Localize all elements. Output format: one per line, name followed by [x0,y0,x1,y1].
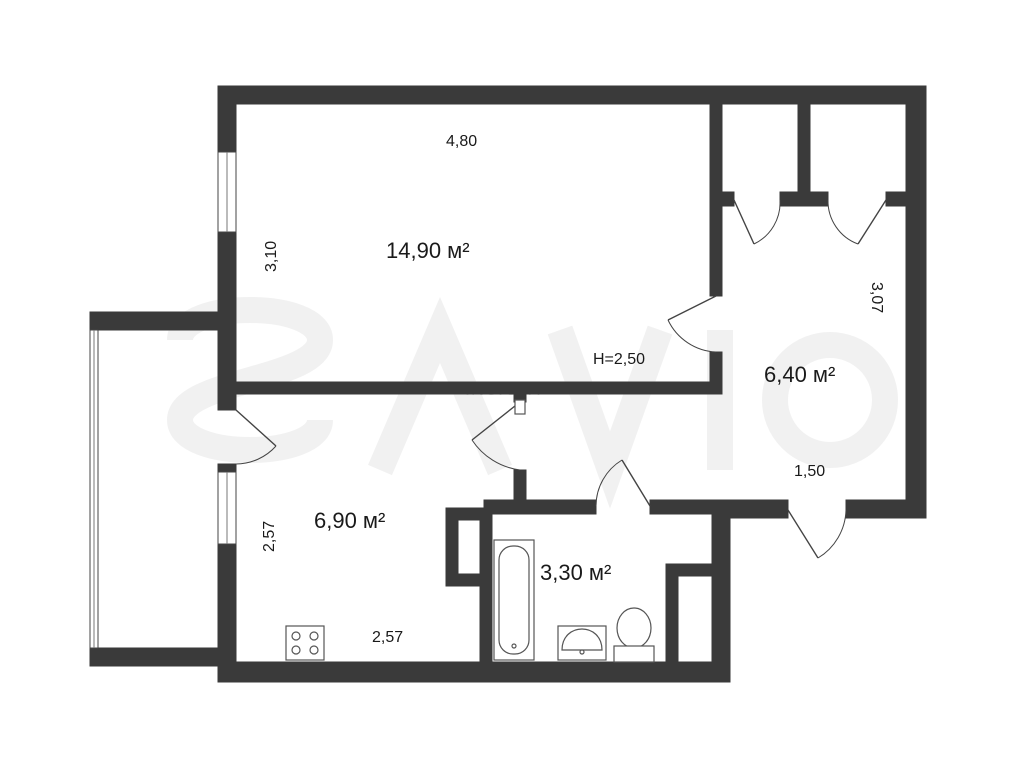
living-room-area: 14,90 м² [386,238,470,263]
balcony-glazing [89,329,99,649]
hall-width: 1,50 [794,463,825,480]
living-room-length: 3,10 [263,241,280,272]
doors [235,199,887,559]
living-room-width: 4,80 [446,133,477,150]
living-room-door [667,295,717,353]
electrical-panel-icon [514,399,526,415]
windows [89,151,237,649]
kitchen-length: 2,57 [261,521,278,552]
kitchen-area: 6,90 м² [314,508,385,533]
hall-length: 3,07 [868,282,885,313]
balcony-door [235,409,277,465]
stove-icon [285,625,325,661]
walls [89,85,927,683]
entrance-door [787,509,847,559]
closet-door-right [827,199,887,245]
ceiling-height: H=2,50 [593,351,645,368]
kitchen-width: 2,57 [372,629,403,646]
bathroom-door [595,459,651,507]
kitchen-door [471,401,521,471]
labels: 14,90 м² 4,80 3,10 H=2,50 6,40 м² 3,07 1… [261,133,885,646]
living-room-window [217,151,237,233]
closet-door-left [733,199,781,245]
hall-area: 6,40 м² [764,362,835,387]
bathroom-area: 3,30 м² [540,560,611,585]
toilet-icon [613,607,655,663]
bathtub-icon [493,539,535,661]
sink-icon [557,625,607,661]
kitchen-window [217,471,237,545]
